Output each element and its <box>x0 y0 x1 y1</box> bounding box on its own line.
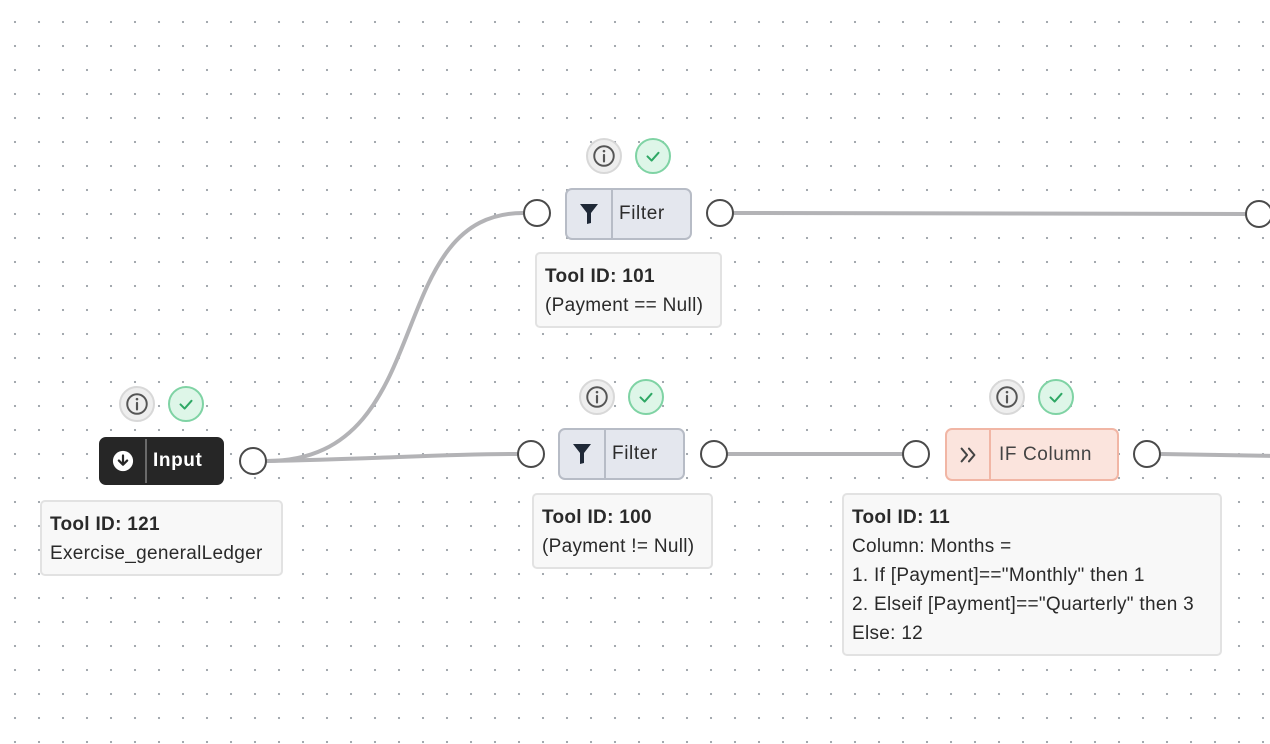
input-tool-card: Tool ID: 121 Exercise_generalLedger <box>40 500 283 576</box>
filter-101-input-port[interactable] <box>523 199 551 227</box>
filter-101-output-port[interactable] <box>706 199 734 227</box>
input-info-badge[interactable] <box>119 386 155 422</box>
if-column-node[interactable]: IF Column <box>945 428 1119 481</box>
info-icon <box>586 386 608 408</box>
tool-id-label: Tool ID: 100 <box>542 507 652 528</box>
if-column-input-port[interactable] <box>902 440 930 468</box>
if-column-tool-card: Tool ID: 11 Column: Months = 1. If [Paym… <box>842 493 1222 656</box>
info-icon <box>593 145 615 167</box>
input-output-port[interactable] <box>239 447 267 475</box>
info-icon <box>126 393 148 415</box>
filter-101-valid-badge <box>635 138 671 174</box>
if-column-output-port[interactable] <box>1133 440 1161 468</box>
next-tool-input-port[interactable] <box>1245 200 1270 228</box>
edge-input-to-filter-101 <box>265 211 525 463</box>
tool-id-label: Tool ID: 11 <box>852 507 950 528</box>
info-icon <box>996 386 1018 408</box>
funnel-icon <box>567 190 613 238</box>
filter-101-info-badge[interactable] <box>586 138 622 174</box>
tool-description-line: 2. Elseif [Payment]=="Quarterly" then 3 <box>852 594 1195 615</box>
edge-input-to-filter-100 <box>265 452 519 463</box>
filter-101-label: Filter <box>619 203 665 224</box>
filter-100-label: Filter <box>612 443 658 464</box>
input-valid-badge <box>168 386 204 422</box>
if-column-label: IF Column <box>999 443 1093 465</box>
download-circle-icon <box>101 439 147 483</box>
tool-description-line: Else: 12 <box>852 623 924 644</box>
funnel-icon <box>560 430 606 478</box>
filter-101-node[interactable]: Filter <box>565 188 692 240</box>
input-node-label: Input <box>153 450 203 471</box>
tool-id-label: Tool ID: 121 <box>50 514 160 535</box>
if-column-valid-badge <box>1038 379 1074 415</box>
input-node[interactable]: Input <box>99 437 224 485</box>
edge-if-column-to-next <box>1159 452 1270 458</box>
filter-100-tool-card: Tool ID: 100 (Payment != Null) <box>532 493 713 569</box>
filter-100-node[interactable]: Filter <box>558 428 685 480</box>
if-column-info-badge[interactable] <box>989 379 1025 415</box>
filter-100-info-badge[interactable] <box>579 379 615 415</box>
check-circle-icon <box>646 151 660 162</box>
tool-description-line: Column: Months = <box>852 536 1012 557</box>
double-chevron-right-icon <box>947 430 991 479</box>
tool-description-line: 1. If [Payment]=="Monthly" then 1 <box>852 565 1145 586</box>
filter-101-tool-card: Tool ID: 101 (Payment == Null) <box>535 252 722 328</box>
filter-100-valid-badge <box>628 379 664 415</box>
check-circle-icon <box>1049 392 1063 403</box>
tool-id-label: Tool ID: 101 <box>545 266 655 287</box>
filter-100-output-port[interactable] <box>700 440 728 468</box>
tool-description: (Payment == Null) <box>545 295 704 316</box>
check-circle-icon <box>639 392 653 403</box>
edge-filter-101-to-next <box>732 211 1248 216</box>
tool-description: (Payment != Null) <box>542 536 695 557</box>
tool-description: Exercise_generalLedger <box>50 543 263 564</box>
filter-100-input-port[interactable] <box>517 440 545 468</box>
check-circle-icon <box>179 399 193 410</box>
